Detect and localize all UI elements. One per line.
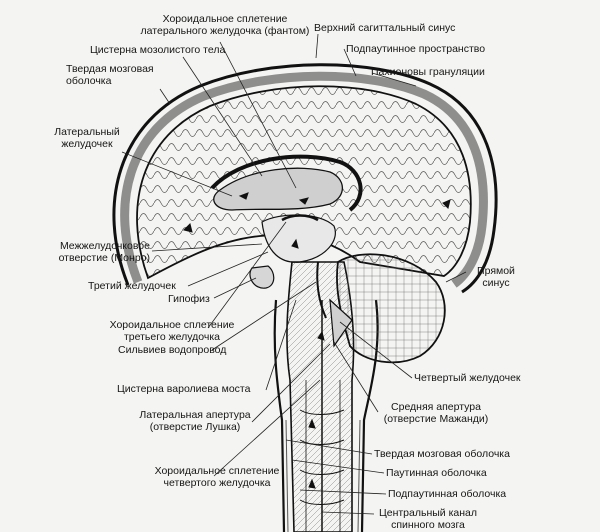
label-choroid-fourth: Хороидальное сплетение четвертого желудо… bbox=[132, 465, 302, 489]
pituitary bbox=[249, 265, 275, 289]
label-lateral-ventricle: Латеральный желудочек bbox=[42, 126, 132, 150]
label-pia: Подпаутинная оболочка bbox=[388, 488, 507, 500]
label-third-ventricle: Третий желудочек bbox=[88, 280, 176, 292]
leader-lines bbox=[121, 33, 467, 515]
label-line: желудочек bbox=[61, 138, 113, 150]
label-median-aperture: Средняя апертура (отверстие Мажанди) bbox=[376, 401, 496, 425]
label-pituitary: Гипофиз bbox=[168, 293, 210, 305]
label-line: Латеральная апертура bbox=[139, 409, 251, 421]
label-spinal-dura: Твердая мозговая оболочка bbox=[374, 448, 510, 460]
label-line: Хороидальное сплетение bbox=[162, 13, 288, 25]
label-line: (отверстие Мажанди) bbox=[383, 413, 489, 425]
label-line: латерального желудочка (фантом) bbox=[140, 25, 310, 37]
label-lateral-aperture: Латеральная апертура (отверстие Лушка) bbox=[134, 409, 256, 433]
label-line: Средняя апертура bbox=[391, 401, 481, 413]
csf-flow-arrows bbox=[183, 192, 451, 505]
label-line: оболочка bbox=[66, 75, 112, 87]
label-line: спинного мозга bbox=[391, 519, 465, 531]
label-foramen-monro: Межжелудочковое отверстие (Монро) bbox=[40, 240, 150, 264]
corpus-callosum bbox=[210, 154, 363, 212]
choroid-plexus-third bbox=[281, 214, 319, 222]
label-superior-sagittal-sinus: Верхний сагиттальный синус bbox=[314, 22, 456, 34]
label-line: Хороидальное сплетение bbox=[109, 319, 235, 331]
label-line: Межжелудочковое bbox=[59, 240, 150, 252]
label-line: отверстие (Монро) bbox=[58, 252, 150, 264]
label-line: Центральный канал bbox=[378, 507, 478, 519]
label-subarachnoid-space: Подпаутинное пространство bbox=[346, 43, 486, 55]
label-central-canal: Центральный канал спинного мозга bbox=[374, 507, 482, 531]
label-sylvian-aqueduct: Сильвиев водопровод bbox=[118, 344, 227, 356]
label-choroid-third: Хороидальное сплетение третьего желудочк… bbox=[94, 319, 250, 343]
subarachnoid-band bbox=[120, 71, 488, 288]
label-pons-cistern: Цистерна варолиева моста bbox=[117, 383, 251, 395]
label-cistern-corpus-callosum: Цистерна мозолистого тела bbox=[90, 44, 226, 56]
label-line: третьего желудочка bbox=[123, 331, 221, 343]
label-line: четвертого желудочка bbox=[163, 477, 271, 489]
label-line: Латеральный bbox=[54, 126, 120, 138]
label-line: Твердая мозговая bbox=[66, 63, 154, 75]
third-ventricle bbox=[261, 214, 336, 263]
label-pacchionian-granulations: Пахионовы грануляции bbox=[371, 66, 485, 78]
label-straight-sinus: Прямой синус bbox=[466, 265, 526, 289]
label-choroid-lateral: Хороидальное сплетение латерального желу… bbox=[120, 13, 330, 37]
label-line: синус bbox=[482, 277, 510, 289]
sylvian-aqueduct bbox=[316, 261, 327, 319]
label-line: (отверстие Лушка) bbox=[149, 421, 241, 433]
label-line: Прямой bbox=[477, 265, 515, 277]
label-dura-mater: Твердая мозговая оболочка bbox=[66, 63, 154, 87]
label-fourth-ventricle: Четвертый желудочек bbox=[414, 372, 521, 384]
label-line: Хороидальное сплетение bbox=[154, 465, 280, 477]
label-arachnoid: Паутинная оболочка bbox=[386, 467, 487, 479]
